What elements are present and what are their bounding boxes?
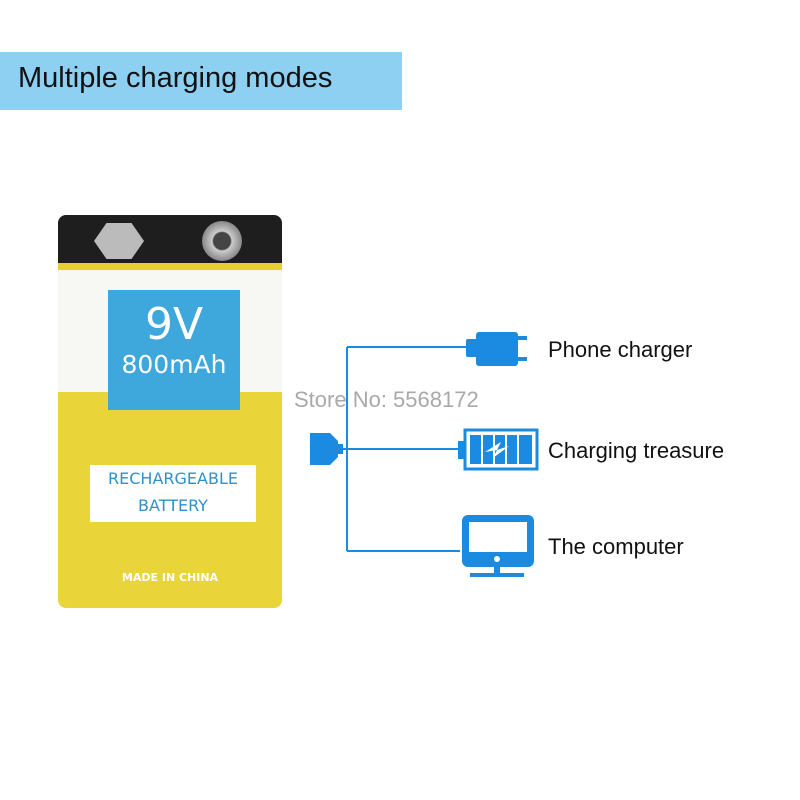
usb-plug-icon	[310, 433, 343, 465]
mode-label-phone-charger: Phone charger	[548, 337, 693, 362]
battery-voltage: 9V	[144, 299, 204, 350]
monitor-icon	[462, 515, 534, 577]
banner-title: Multiple charging modes	[18, 62, 333, 94]
battery-origin: MADE IN CHINA	[121, 571, 219, 584]
battery-type-label: RECHARGEABLE BATTERY	[90, 465, 256, 522]
battery-image: 9V 800mAh RECHARGEABLE BATTERY MADE IN C…	[58, 215, 282, 608]
mode-label-charging-treasure: Charging treasure	[548, 438, 725, 463]
mode-label-computer: The computer	[548, 534, 684, 559]
store-watermark: Store No: 5568172	[294, 387, 479, 412]
battery-stripe	[58, 263, 282, 270]
title-banner: Multiple charging modes	[0, 52, 402, 110]
battery-spec-box: 9V 800mAh	[108, 290, 240, 410]
battery-capacity: 800mAh	[121, 350, 227, 379]
positive-terminal	[202, 221, 242, 261]
wall-charger-icon	[466, 332, 527, 366]
connector-lines	[340, 346, 470, 552]
label-line-2: BATTERY	[138, 496, 208, 515]
power-bank-icon	[458, 428, 539, 471]
battery-top	[58, 215, 282, 263]
label-line-1: RECHARGEABLE	[108, 469, 238, 488]
